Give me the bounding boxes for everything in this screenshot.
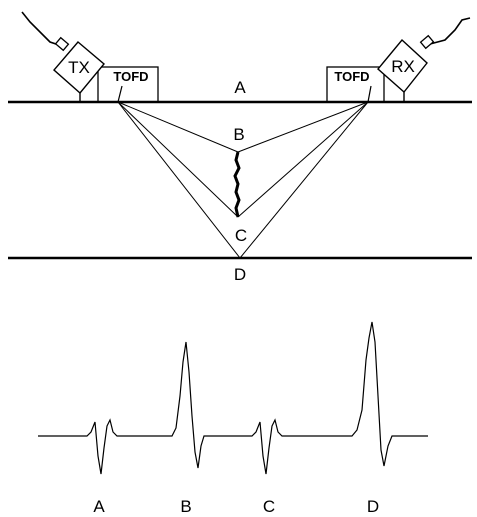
crack (233, 151, 241, 218)
tofd-left-label: TOFD (113, 69, 148, 84)
signal-label-b: B (180, 497, 191, 516)
sound-paths (117, 101, 369, 259)
tx-label: TX (68, 58, 90, 77)
path-to-crack-top-left (117, 101, 239, 153)
tofd-right-label: TOFD (334, 69, 369, 84)
label-backwall: D (234, 265, 246, 284)
rx-cable (429, 17, 471, 45)
signal-label-c: C (263, 497, 275, 516)
label-lateral-wave: A (234, 78, 246, 97)
path-to-crack-tip-left (117, 101, 239, 218)
signal-label-d: D (367, 497, 379, 516)
tx-connector (54, 36, 70, 52)
signal-label-a: A (93, 497, 105, 516)
path-to-backwall-left (117, 101, 241, 259)
tofd-wedge-left (97, 66, 159, 103)
rx-label: RX (391, 57, 415, 76)
tx-cable (21, 11, 63, 47)
tofd-left-index (117, 85, 123, 103)
label-crack-top: B (233, 125, 244, 144)
path-to-crack-top-right (237, 101, 369, 153)
rx-connector (419, 34, 435, 50)
tofd-wedge-right (326, 66, 385, 103)
path-to-crack-tip-right (237, 101, 369, 218)
tofd-right-index (367, 85, 372, 103)
path-to-backwall-right (239, 101, 369, 259)
a-scan-waveform (38, 321, 428, 475)
label-crack-tip: C (235, 226, 247, 245)
